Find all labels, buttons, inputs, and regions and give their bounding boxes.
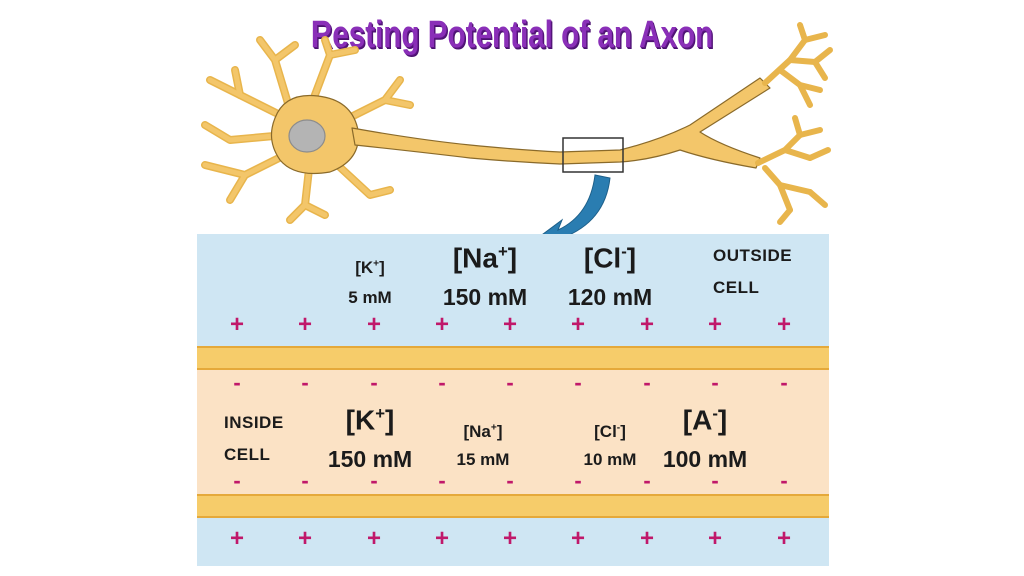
- positive-charge: +: [570, 525, 585, 552]
- nucleus: [288, 119, 326, 153]
- positive-charge: +: [366, 311, 381, 338]
- positive-charge: +: [776, 525, 791, 552]
- negative-charge: -: [233, 370, 241, 395]
- inside-cell-label-line1: Inside: [224, 413, 284, 432]
- negative-charge: -: [780, 468, 788, 493]
- inside-na-conc: 15 mM: [456, 450, 510, 469]
- positive-charge: +: [297, 525, 312, 552]
- positive-charge: +: [639, 525, 654, 552]
- extracellular-fluid: [197, 234, 829, 346]
- negative-charge: -: [574, 468, 582, 493]
- extracellular-fluid-lower: [197, 518, 829, 566]
- axon-terminal-upper: [762, 22, 833, 108]
- positive-charge: +: [229, 525, 244, 552]
- outside-k-ion: [K+]: [355, 258, 385, 277]
- negative-charge: -: [643, 370, 651, 395]
- positive-charge: +: [434, 311, 449, 338]
- outside-na-conc: 150 mM: [442, 284, 528, 310]
- inside-k-ion: [K+]: [345, 404, 395, 436]
- positive-charge: +: [707, 311, 722, 338]
- intracellular-fluid: [197, 370, 829, 494]
- positive-charge: +: [707, 525, 722, 552]
- negative-charge: -: [711, 370, 719, 395]
- inside-na-ion: [Na+]: [463, 422, 503, 441]
- outside-na-ion: [Na+]: [452, 242, 518, 274]
- inside-a-ion: [A-]: [682, 404, 728, 436]
- membrane-lower: [197, 494, 829, 518]
- inside-a-conc: 100 mM: [662, 446, 748, 472]
- outside-cl-ion: [Cl-]: [583, 242, 637, 274]
- negative-charge: -: [643, 468, 651, 493]
- page-title: Resting Potential of an Axon: [310, 14, 714, 56]
- positive-charge: +: [434, 525, 449, 552]
- positive-charge: +: [502, 311, 517, 338]
- negative-charge: -: [438, 468, 446, 493]
- inside-k-conc: 150 mM: [327, 446, 413, 472]
- positive-charge: +: [639, 311, 654, 338]
- negative-charge: -: [506, 468, 514, 493]
- negative-charge: -: [780, 370, 788, 395]
- zoom-box: [562, 137, 624, 173]
- axon: [351, 77, 771, 169]
- negative-charge: -: [233, 468, 241, 493]
- positive-charge: +: [570, 311, 585, 338]
- positive-charge: +: [297, 311, 312, 338]
- negative-charge: -: [301, 370, 309, 395]
- negative-charge: -: [438, 370, 446, 395]
- negative-charge: -: [370, 468, 378, 493]
- negative-charge: -: [301, 468, 309, 493]
- negative-charge: -: [370, 370, 378, 395]
- positive-charge: +: [229, 311, 244, 338]
- positive-charge: +: [776, 311, 791, 338]
- outside-cell-label-line1: Outside: [713, 246, 793, 265]
- negative-charge: -: [506, 370, 514, 395]
- positive-charge: +: [366, 525, 381, 552]
- axon-terminal-lower: [755, 115, 831, 225]
- membrane-upper: [197, 346, 829, 370]
- inside-cl-ion: [Cl-]: [594, 422, 626, 441]
- negative-charge: -: [574, 370, 582, 395]
- inside-cell-label-line2: cell: [224, 445, 271, 464]
- positive-charge: +: [502, 525, 517, 552]
- outside-cl-conc: 120 mM: [567, 284, 653, 310]
- negative-charge: -: [711, 468, 719, 493]
- inside-cl-conc: 10 mM: [583, 450, 637, 469]
- outside-cell-label-line2: cell: [713, 278, 760, 297]
- outside-k-conc: 5 mM: [348, 288, 392, 307]
- neuron-cell: [201, 22, 833, 225]
